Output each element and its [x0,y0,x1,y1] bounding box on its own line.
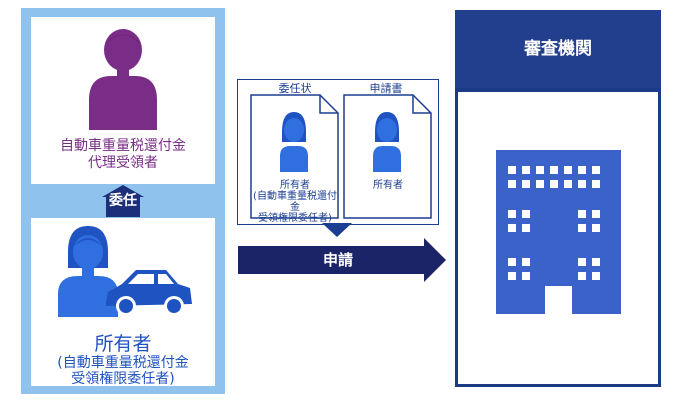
agent-label-line1: 自動車重量税還付金 [60,138,186,154]
agency-title: 審査機関 [524,39,592,59]
owner-label-main: 所有者 [94,333,152,355]
pointer-triangle-icon [322,223,352,237]
application-document-icon [343,94,432,219]
submission-label: 申請 [322,251,353,269]
poa-caption1: 所有者 [280,180,310,191]
power-of-attorney-caption: 所有者 (自動車重量税還付金 受領権限委任者) [250,180,340,224]
power-of-attorney-document-icon [250,94,339,219]
app-caption1: 所有者 [373,180,403,191]
application-caption: 所有者 [343,180,433,191]
power-of-attorney-title: 委任状 [278,82,312,95]
agent-person-icon [89,29,157,130]
submission-arrow-icon [238,238,446,282]
car-icon [106,270,192,316]
agent-label-line2: 代理受領者 [88,155,158,171]
agent-label: 自動車重量税還付金 代理受領者 [31,138,215,172]
agency-header [455,10,661,88]
owner-label-sub2: 受領権限委任者) [71,371,175,387]
owner-person-icon [58,226,118,317]
poa-caption2: (自動車重量税還付金 [253,191,337,213]
delegation-label: 委任 [109,193,137,209]
poa-caption3: 受領権限委任者) [258,213,332,224]
owner-label: 所有者 (自動車重量税還付金 受領権限委任者) [31,333,215,387]
delegation-arrow: 委任 [84,185,162,217]
up-arrow-icon [102,185,144,217]
application-title: 申請書 [369,82,403,95]
owner-label-sub1: (自動車重量税還付金 [57,355,189,371]
building-icon [496,150,621,314]
